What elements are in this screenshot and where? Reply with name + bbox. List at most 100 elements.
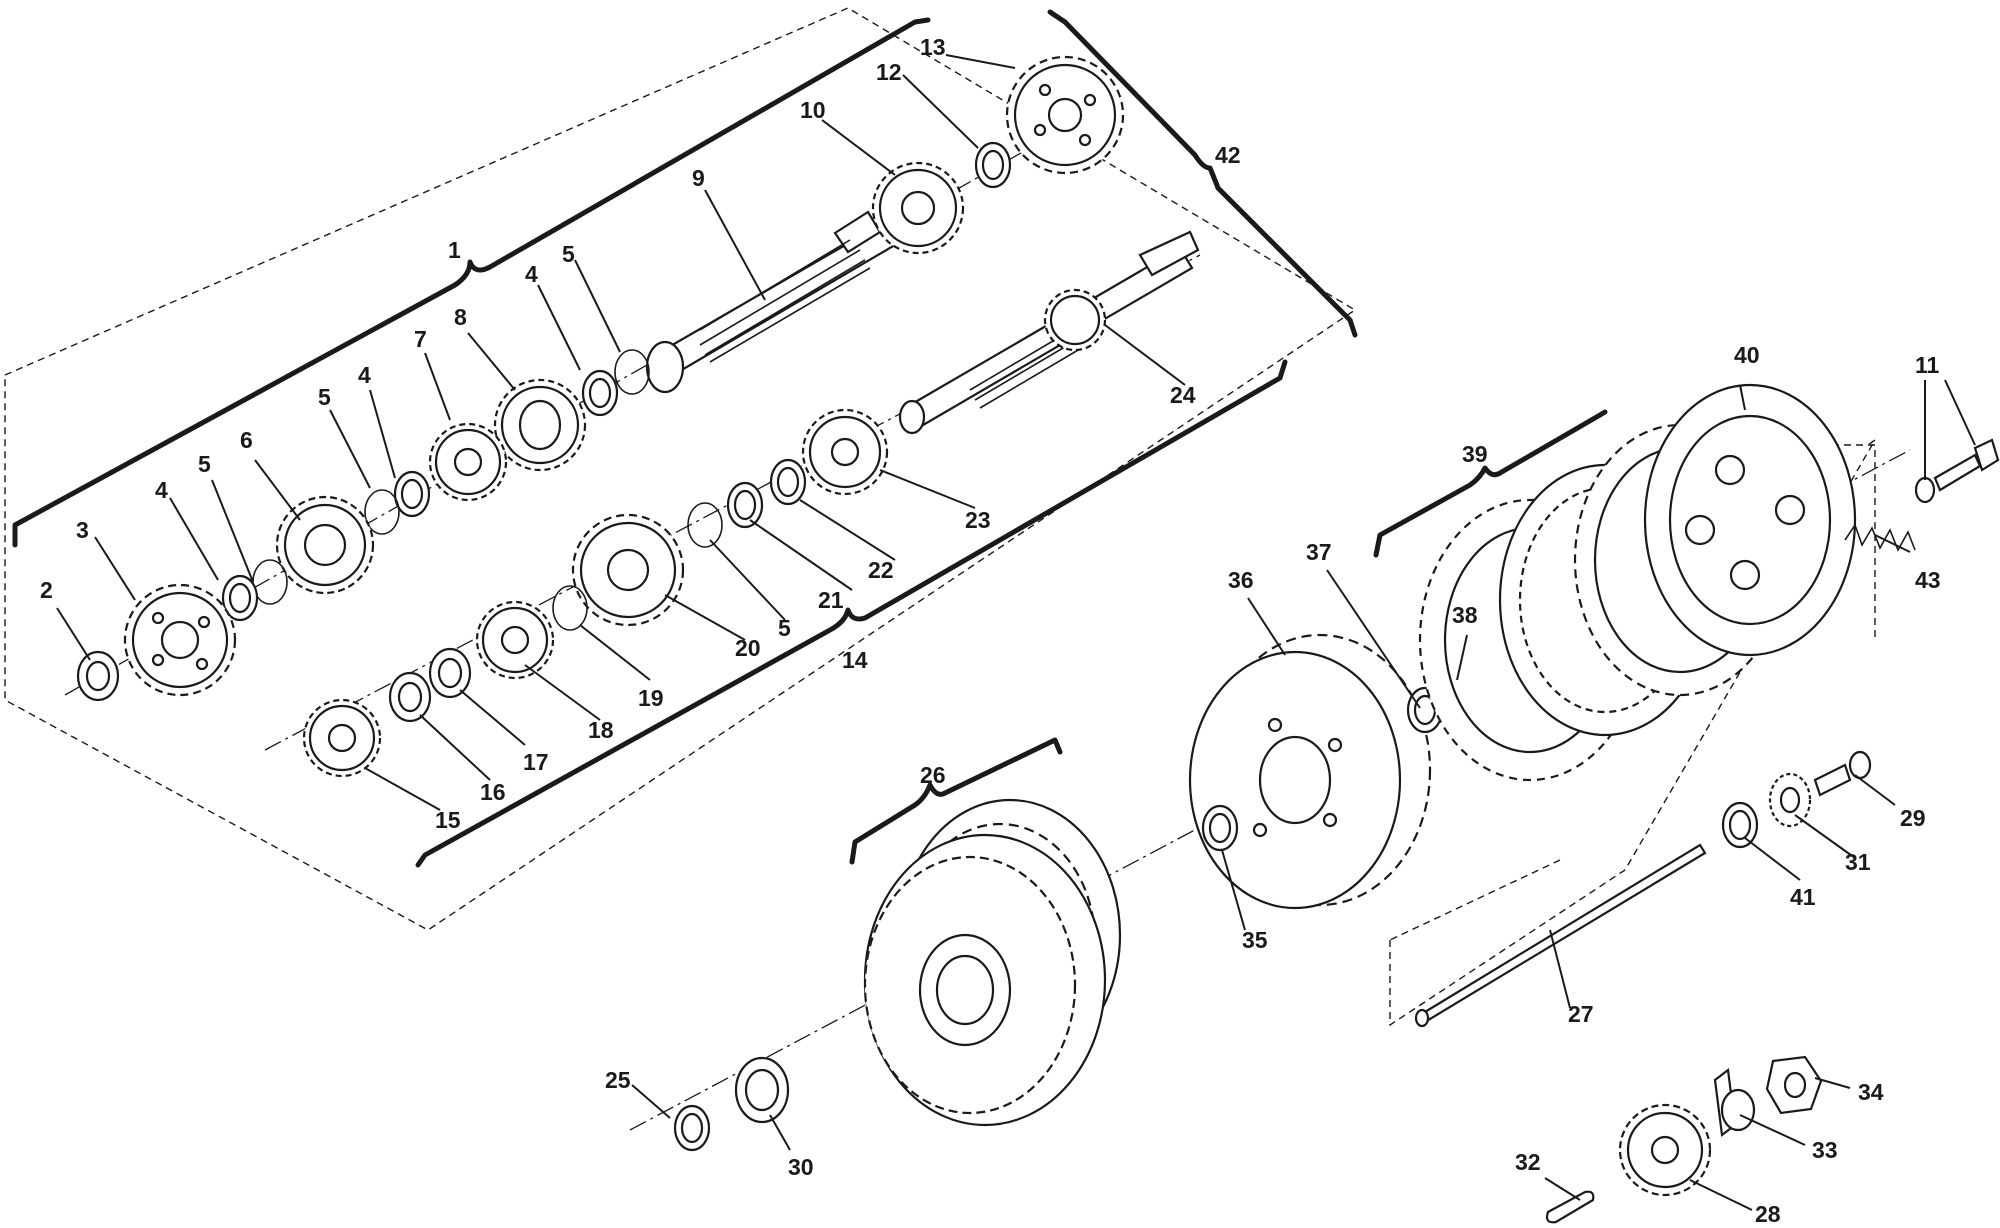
callout-21: 21 — [818, 587, 844, 613]
callout-2: 2 — [40, 577, 53, 603]
washer-25 — [673, 1104, 711, 1152]
callout-31: 31 — [1845, 849, 1871, 875]
gear-15 — [302, 698, 382, 778]
nut-34 — [1765, 1055, 1823, 1115]
callout-5: 5 — [198, 451, 211, 477]
callout-9: 9 — [692, 165, 705, 191]
washer-4-mid — [393, 470, 431, 518]
bushing-30 — [734, 1056, 790, 1124]
callout-24: 24 — [1170, 382, 1196, 408]
callout-7: 7 — [414, 326, 427, 352]
lock-washer-33 — [1713, 1067, 1756, 1138]
callout-10: 10 — [800, 97, 826, 123]
callout-39: 39 — [1462, 441, 1488, 467]
callout-35: 35 — [1242, 927, 1268, 953]
callout-40: 40 — [1734, 342, 1760, 368]
ring-19 — [552, 585, 588, 631]
bearing-31 — [1768, 772, 1812, 828]
callout-34: 34 — [1858, 1079, 1884, 1105]
callout-14: 14 — [842, 647, 868, 673]
gear-23 — [801, 408, 889, 496]
callout-36: 36 — [1228, 567, 1254, 593]
assembly-outline — [4, 7, 1357, 931]
callout-37: 37 — [1306, 539, 1332, 565]
bushing-2 — [76, 650, 120, 702]
callout-23: 23 — [965, 507, 991, 533]
callout-11: 11 — [1915, 352, 1940, 378]
washer-4-upper — [581, 369, 619, 417]
callout-41: 41 — [1790, 884, 1816, 910]
ring-5-left — [252, 559, 288, 605]
gear-20 — [571, 513, 685, 627]
bolt-11 — [1933, 438, 2000, 492]
gear-3 — [123, 583, 237, 697]
callout-1: 1 — [448, 237, 461, 263]
bearing-12 — [974, 141, 1012, 189]
gear-8 — [493, 378, 587, 472]
leader-lines — [56, 54, 1976, 1211]
callout-16: 16 — [480, 779, 506, 805]
callout-4-second: 4 — [358, 362, 371, 388]
callout-3: 3 — [76, 517, 89, 543]
callout-20: 20 — [735, 635, 761, 661]
callout-38: 38 — [1452, 602, 1478, 628]
clutch-rod-27 — [1414, 843, 1707, 1028]
gear-13 — [1005, 55, 1125, 175]
callout-26: 26 — [920, 762, 946, 788]
ring-5-lower — [687, 502, 723, 548]
brace-group-14 — [415, 359, 1288, 868]
callout-8: 8 — [454, 304, 467, 330]
callout-30: 30 — [788, 1154, 814, 1180]
callout-29: 29 — [1900, 805, 1926, 831]
brace-group-42 — [1047, 9, 1358, 338]
callout-5-second: 5 — [318, 384, 331, 410]
gear-6 — [275, 495, 375, 595]
callout-17: 17 — [523, 749, 549, 775]
gear-7 — [428, 422, 508, 502]
gear-28 — [1618, 1103, 1712, 1197]
brace-group-39 — [1373, 409, 1608, 558]
callout-13: 13 — [920, 34, 946, 60]
clutch-rod-outline — [1389, 439, 1876, 1027]
pushrod-29 — [1813, 750, 1872, 797]
callout-42: 42 — [1215, 142, 1241, 168]
callout-4: 4 — [155, 477, 168, 503]
ring-5-upper — [614, 349, 650, 395]
callout-43: 43 — [1915, 567, 1941, 593]
spring-43 — [1844, 523, 1916, 552]
brace-group-1 — [12, 17, 931, 548]
callout-18: 18 — [588, 717, 614, 743]
washer-35 — [1201, 804, 1239, 852]
callout-32: 32 — [1515, 1149, 1541, 1175]
gear-18 — [475, 600, 555, 680]
callout-33: 33 — [1812, 1137, 1838, 1163]
counter-shaft-part — [898, 230, 1200, 435]
callouts: 1 2 3 4 5 6 5 4 7 8 4 5 9 10 12 13 42 24… — [40, 34, 1941, 1227]
callout-5-fourth: 5 — [778, 615, 791, 641]
callout-6: 6 — [240, 427, 253, 453]
clutch-basket-26 — [863, 798, 1122, 1127]
washer-41 — [1721, 801, 1759, 849]
bushing-16 — [388, 671, 432, 723]
callout-22: 22 — [868, 557, 894, 583]
callout-19: 19 — [638, 685, 664, 711]
washer-22 — [769, 458, 807, 506]
clutch-hub-36 — [1188, 633, 1432, 910]
main-shaft-part — [645, 210, 897, 394]
washer-11 — [1914, 476, 1936, 504]
callout-25: 25 — [605, 1067, 631, 1093]
washer-21 — [726, 481, 764, 529]
callout-12: 12 — [876, 59, 902, 85]
callout-4-third: 4 — [525, 261, 538, 287]
bushing-17 — [428, 647, 472, 699]
callout-28: 28 — [1755, 1201, 1781, 1227]
callout-5-third: 5 — [562, 241, 575, 267]
brace-group-26 — [849, 737, 1063, 865]
callout-27: 27 — [1568, 1001, 1594, 1027]
ring-5-mid — [364, 489, 400, 535]
gear-10 — [871, 161, 965, 255]
callout-15: 15 — [435, 807, 461, 833]
key-32 — [1545, 1190, 1595, 1224]
